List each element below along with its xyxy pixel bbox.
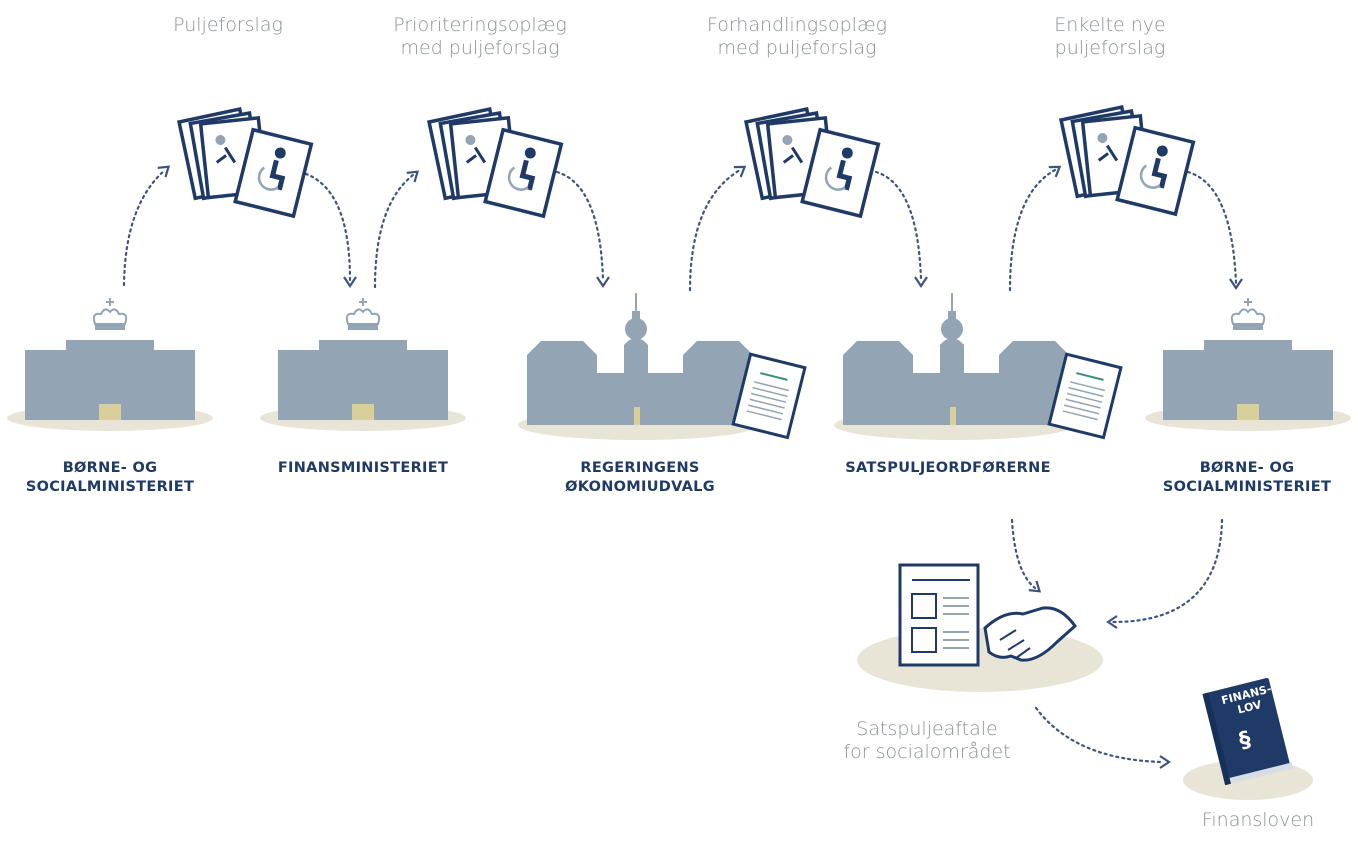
proposal-cards-icon-3 xyxy=(746,109,878,216)
palace-building-icon-1 xyxy=(517,292,759,441)
finance-law-book-icon xyxy=(1183,677,1313,800)
proposal-label-4: Enkelte nye puljeforslag xyxy=(1054,14,1166,59)
proposal-cards-icon-1 xyxy=(179,109,311,216)
institution-label-5: BØRNE- OG SOCIALMINISTERIET xyxy=(1162,460,1332,495)
proposal-cards-icon-2 xyxy=(429,109,561,216)
institution-label-2: FINANSMINISTERIET xyxy=(277,460,449,476)
ministry-building-icon-2 xyxy=(259,297,467,432)
palace-building-icon-2 xyxy=(833,292,1075,441)
agreement-label: Satspuljeaftale for socialområdet xyxy=(843,718,1011,763)
proposal-cards-icon-4 xyxy=(1061,107,1193,214)
proposal-label-3: Forhandlingsoplæg med puljeforslag xyxy=(706,14,888,59)
proposal-label-2: Prioriteringsoplæg med puljeforslag xyxy=(393,14,567,59)
proposal-label-1: Puljeforslag xyxy=(173,14,283,36)
institution-label-4: SATSPULJEORDFØRERNE xyxy=(845,460,1051,476)
agreement-handshake-icon xyxy=(857,563,1103,692)
ministry-building-icon-3 xyxy=(1144,297,1352,432)
ministry-building-icon-1 xyxy=(6,297,214,432)
institution-label-1: BØRNE- OG SOCIALMINISTERIET xyxy=(25,460,195,495)
institution-label-3: REGERINGENS ØKONOMIUDVALG xyxy=(565,460,715,495)
finance-law-label: Finansloven xyxy=(1201,809,1315,831)
